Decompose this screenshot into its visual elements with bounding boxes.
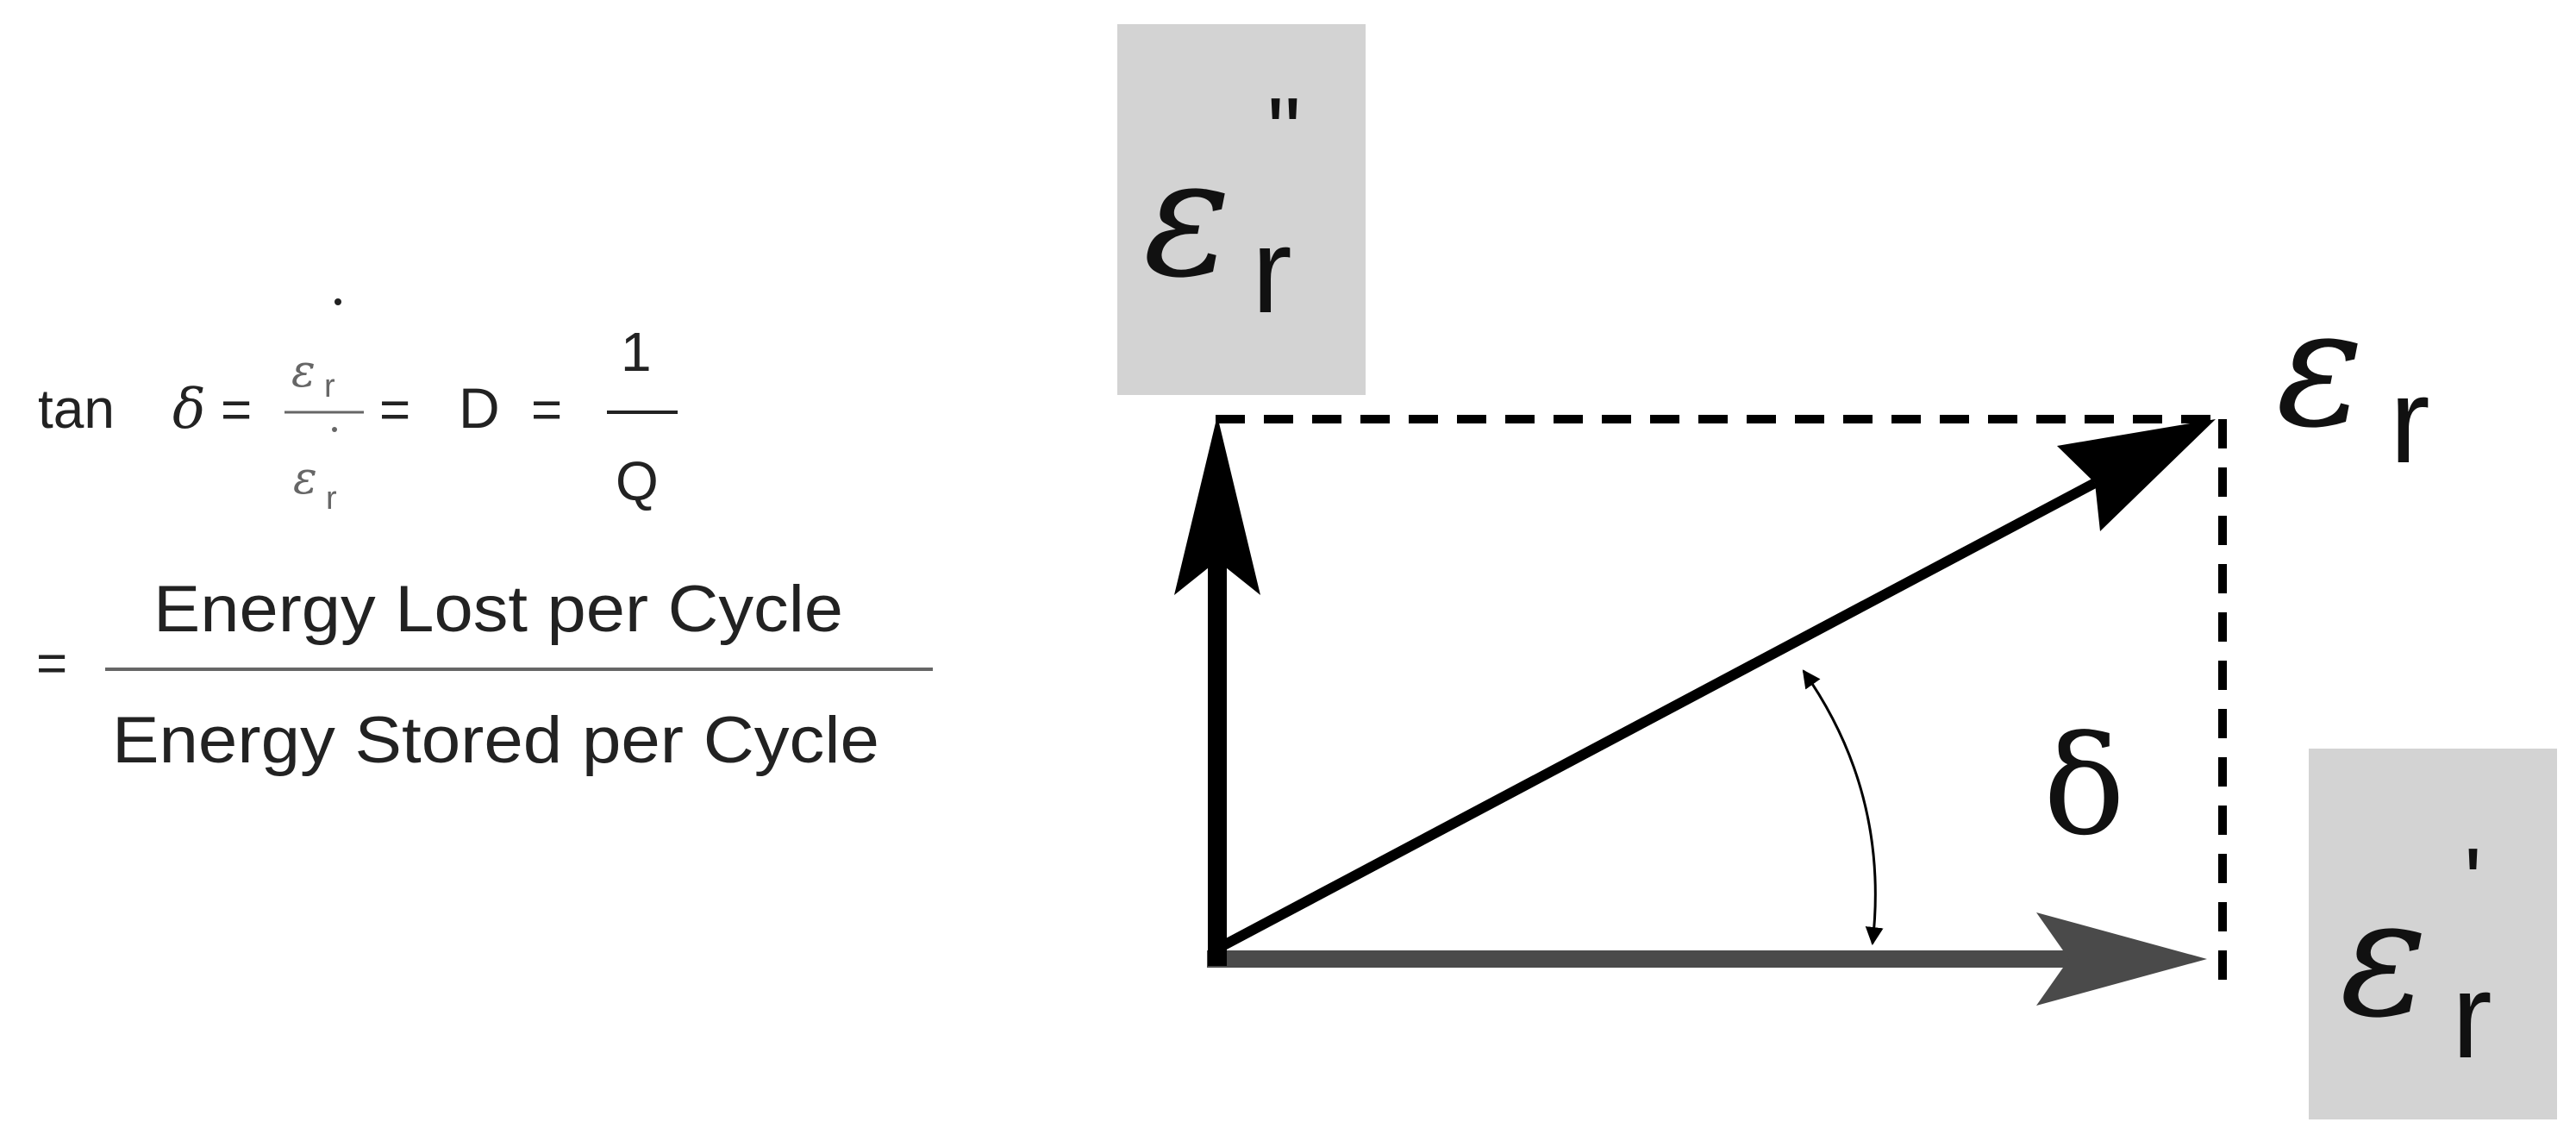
- subscript-r: r: [2390, 353, 2430, 488]
- epsilon-r-double-prime-label: ε r ": [1143, 78, 1301, 338]
- equals-sign: =: [379, 380, 410, 440]
- epsilon-r-label: ε r: [2276, 273, 2430, 488]
- permittivity-vector-diagram: δ ε r " ε r ε r ': [1117, 24, 2557, 1119]
- double-prime-dot: [335, 298, 341, 305]
- delta-angle-arc: [1802, 669, 1884, 946]
- prime-dot: [332, 427, 337, 432]
- resultant-arrow-head: [2057, 419, 2216, 531]
- denominator-subscript: r: [326, 480, 337, 517]
- energy-lost-label: Energy Lost per Cycle: [153, 573, 843, 646]
- energy-stored-label: Energy Stored per Cycle: [112, 704, 879, 777]
- delta-symbol: δ: [172, 378, 206, 442]
- numerator-subscript: r: [324, 368, 335, 404]
- delta-label: δ: [2043, 707, 2125, 866]
- subscript-r: r: [2452, 948, 2492, 1083]
- resultant-arrow-shaft: [1215, 478, 2098, 954]
- one-over-q-fraction: 1 Q: [607, 321, 678, 512]
- imaginary-part-label-box: [1117, 24, 1366, 395]
- epsilon-r-prime-label: ε r ': [2340, 829, 2492, 1083]
- prime-mark: ': [2464, 829, 2482, 935]
- equals-sign: =: [36, 634, 67, 693]
- epsilon-symbol: ε: [1143, 122, 1231, 313]
- real-part-label-box: [2309, 749, 2557, 1119]
- energy-ratio: = Energy Lost per Cycle Energy Stored pe…: [36, 573, 933, 777]
- imaginary-part-arrow: [1174, 416, 1260, 966]
- epsilon-numerator: ε: [291, 346, 316, 398]
- d-label: D: [459, 376, 500, 440]
- equals-sign: =: [531, 380, 562, 440]
- subscript-r: r: [1252, 203, 1292, 338]
- loss-tangent-formula: tan δ = ε r ε r = D = 1 Q = Energy Lost …: [36, 298, 933, 777]
- epsilon-symbol: ε: [2276, 273, 2364, 463]
- equals-sign: =: [221, 380, 252, 440]
- double-prime-mark: ": [1267, 78, 1301, 185]
- resultant-arrow: [1215, 419, 2216, 954]
- epsilon-denominator: ε: [293, 453, 317, 505]
- real-arrow-head: [2036, 912, 2207, 1006]
- permittivity-ratio-fraction: ε r ε r: [284, 298, 364, 517]
- q-label: Q: [616, 450, 659, 512]
- imaginary-arrow-head: [1174, 416, 1260, 595]
- epsilon-symbol: ε: [2340, 862, 2428, 1053]
- numerator-one: 1: [621, 321, 652, 383]
- tan-label: tan: [38, 378, 115, 440]
- real-part-arrow: [1207, 912, 2207, 1006]
